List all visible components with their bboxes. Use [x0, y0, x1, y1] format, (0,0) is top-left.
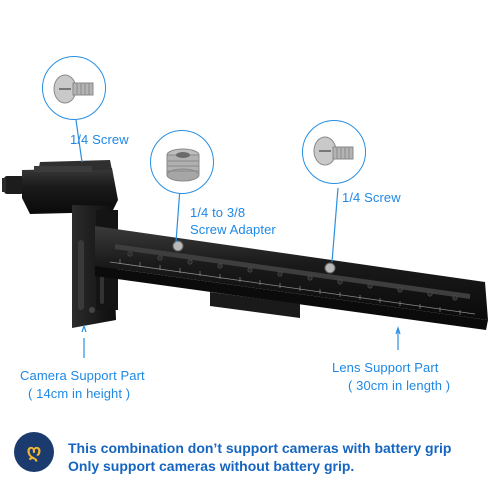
screw-icon — [53, 74, 94, 104]
screw-quarter-inch-bubble — [42, 56, 106, 120]
brand-logo: ღ — [14, 432, 54, 472]
adapter-label-line1: 1/4 to 3/8 — [190, 205, 246, 220]
camera-part-label-line2: ( 14cm in height ) — [28, 386, 131, 401]
screw-quarter-inch-bubble-right — [302, 120, 366, 184]
lens-support-rail — [95, 226, 488, 330]
note-line-1: This combination don’t support cameras w… — [68, 440, 452, 456]
lens-part-label-line1: Lens Support Part — [332, 360, 439, 375]
screw-adapter-icon — [166, 148, 200, 182]
adapter-label-line2: Screw Adapter — [190, 222, 276, 237]
camera-part-label-line1: Camera Support Part — [20, 368, 145, 383]
brand-logo-glyph: ღ — [26, 441, 42, 461]
screw-top-label: 1/4 Screw — [70, 132, 129, 147]
compatibility-note: This combination don’t support cameras w… — [0, 420, 500, 500]
screw-icon — [313, 136, 354, 166]
callout-lines — [75, 119, 401, 358]
lens-part-label-line2: ( 30cm in length ) — [348, 378, 451, 393]
note-line-2: Only support cameras without battery gri… — [68, 458, 355, 474]
adapter-bubble — [150, 130, 214, 194]
bracket-illustration — [2, 119, 488, 358]
screw-right-label: 1/4 Screw — [342, 190, 401, 205]
